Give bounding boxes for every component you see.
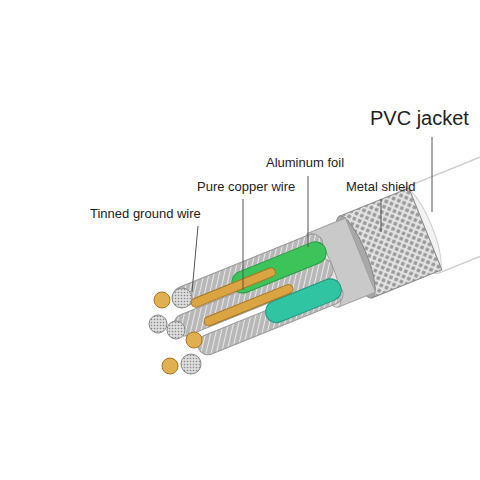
- cable-body: [158, 121, 480, 373]
- part-label: Aluminum foil: [266, 155, 344, 171]
- part-label: Tinned ground wire: [90, 206, 201, 222]
- teal-wire: [262, 276, 344, 326]
- strand-end: [181, 354, 201, 374]
- copper-conductor: [203, 283, 294, 327]
- part-label: Pure copper wire: [197, 179, 295, 195]
- leader-line: [308, 176, 309, 247]
- leader-line: [192, 226, 198, 292]
- part-label: Metal shield: [346, 179, 415, 195]
- conductor-ends: [149, 288, 202, 374]
- strand-end: [149, 315, 167, 333]
- copper-end: [162, 358, 178, 374]
- copper-end: [154, 292, 170, 308]
- leader-line: [243, 199, 244, 290]
- leader-lines: [192, 137, 432, 292]
- leader-line: [432, 137, 433, 212]
- strand-end: [167, 321, 185, 339]
- part-label: PVC jacket: [370, 106, 469, 130]
- copper-end: [186, 332, 202, 348]
- strand-end: [172, 288, 192, 308]
- leader-line: [381, 199, 382, 232]
